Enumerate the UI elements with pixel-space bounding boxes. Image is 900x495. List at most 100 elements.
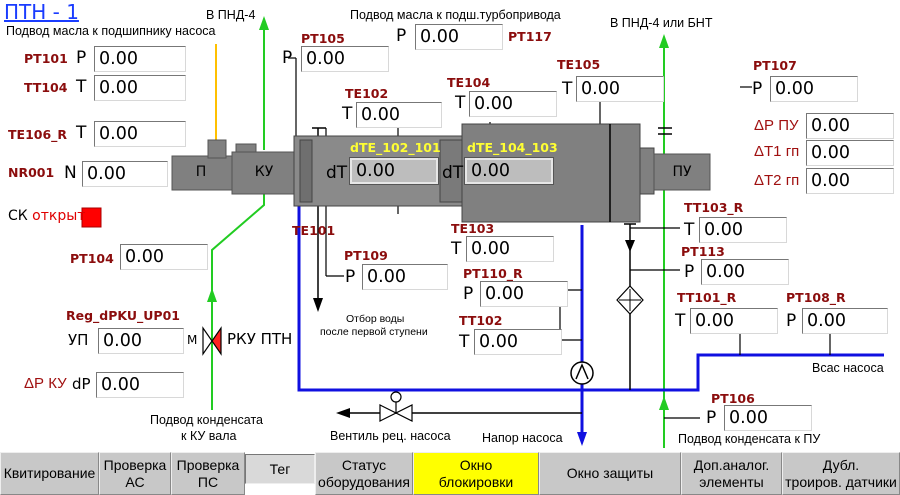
label-dpku: ΔР КУ <box>24 375 67 392</box>
tag-dte104: dTE_104_103 <box>467 140 558 155</box>
tag-te103: TE103 <box>451 221 495 236</box>
value-nr001[interactable]: 0.00 <box>82 161 168 187</box>
arrow-down-extraction <box>313 298 323 312</box>
arrow-up-condensate-pu <box>659 396 669 410</box>
prefix-tt103r: T <box>684 220 695 240</box>
tag-te104: TE104 <box>447 75 491 90</box>
arrow-left-recirc <box>336 408 350 418</box>
label-dt1: ΔТ1 гп <box>754 143 800 160</box>
prefix-te104: T <box>455 93 466 113</box>
rku-valve-right <box>211 326 222 356</box>
value-reg-dpku[interactable]: 0.00 <box>98 328 184 354</box>
value-pt104[interactable]: 0.00 <box>120 244 208 270</box>
value-pt107[interactable]: 0.00 <box>770 76 858 102</box>
arrow-up-pnd4 <box>259 16 269 30</box>
note-recirc-valve: Вентиль рец. насоса <box>330 429 451 443</box>
note-pump-suction: Всас насоса <box>812 361 884 375</box>
value-pt117[interactable]: 0.00 <box>415 24 503 50</box>
sk-label: СК открыт <box>8 208 86 224</box>
value-tt102[interactable]: 0.00 <box>474 329 562 355</box>
tag-pt107: PT107 <box>753 58 797 73</box>
tag-pt108r: PT108_R <box>786 290 846 305</box>
value-dt1[interactable]: 0.00 <box>806 140 894 166</box>
prefix-dpku: dP <box>72 375 91 393</box>
prefix-nr001: N <box>64 163 77 183</box>
button-protection-window[interactable]: Окно защиты <box>539 452 681 495</box>
note-condensate-ku-1: Подвод конденсата <box>150 413 263 427</box>
tag-te101: TE101 <box>292 223 336 238</box>
recirc-valve-actuator <box>390 391 402 403</box>
value-tt101r[interactable]: 0.00 <box>690 308 778 334</box>
value-pt109[interactable]: 0.00 <box>362 264 448 290</box>
tag-dte102: dTE_102_101 <box>350 140 441 155</box>
blue-pump-discharge-line <box>297 205 884 392</box>
prefix-pt110r: P <box>463 284 474 304</box>
prefix-pt113: P <box>684 262 695 282</box>
prefix-te103: T <box>451 239 462 259</box>
value-tt104[interactable]: 0.00 <box>94 75 186 101</box>
note-water-extraction-2: после первой ступени <box>320 326 428 338</box>
tag-te102: TE102 <box>345 86 389 101</box>
pu-bearing <box>653 153 711 191</box>
rku-valve-left <box>202 326 213 356</box>
label-dppu: ΔР ПУ <box>754 117 799 134</box>
value-pt108r[interactable]: 0.00 <box>802 308 888 334</box>
value-dpku[interactable]: 0.00 <box>96 372 184 398</box>
prefix-pt105: P <box>282 48 293 68</box>
sk-state: открыт <box>32 208 86 224</box>
note-water-extraction-1: Отбор воды <box>346 313 405 325</box>
value-dppu[interactable]: 0.00 <box>806 113 894 139</box>
tag-nr001: NR001 <box>8 165 55 180</box>
button-check-as[interactable]: Проверка АС <box>99 452 171 495</box>
page-title: ПТН - 1 <box>4 0 79 24</box>
prefix-pt101: P <box>76 48 87 68</box>
tag-pt106: PT106 <box>711 391 755 406</box>
note-condensate-ku-2: к КУ вала <box>181 429 237 443</box>
value-te102[interactable]: 0.00 <box>356 102 442 128</box>
tag-tt104: TT104 <box>24 80 68 95</box>
equipment-label-pu: ПУ <box>672 164 692 180</box>
rku-valve-label: РКУ ПТН <box>227 330 293 348</box>
value-pt106[interactable]: 0.00 <box>724 405 812 431</box>
button-acknowledge[interactable]: Квитирование <box>0 452 99 495</box>
button-equipment-status[interactable]: Статус оборудования <box>315 452 413 495</box>
button-extra-analog[interactable]: Доп.аналог. элементы <box>681 452 782 495</box>
prefix-pt109: P <box>345 267 356 287</box>
arrow-up-pnd4-bnt <box>659 34 669 48</box>
tag-te106r: TE106_R <box>8 127 68 142</box>
value-pt110r[interactable]: 0.00 <box>480 281 568 307</box>
button-check-ps[interactable]: Проверка ПС <box>171 452 245 495</box>
button-triple-sensors[interactable]: Дубл. троиров. датчики <box>782 452 900 495</box>
value-te103[interactable]: 0.00 <box>466 236 554 262</box>
arrow-up-condensate-ku <box>207 288 217 302</box>
equipment-label-p: П <box>195 164 207 180</box>
recirc-valve-body <box>379 404 398 422</box>
button-tag[interactable]: Тег <box>245 454 315 484</box>
equipment-label-ku: КУ <box>254 164 274 180</box>
prefix-dte104: dT <box>442 163 464 183</box>
tag-tt101r: TT101_R <box>677 290 737 305</box>
tag-tt102: TT102 <box>459 313 503 328</box>
prefix-pt108r: P <box>786 311 797 331</box>
label-dt2: ΔТ2 гп <box>754 172 800 189</box>
sk-status-indicator <box>81 207 102 228</box>
tag-te105: TE105 <box>557 57 601 72</box>
value-te106r[interactable]: 0.00 <box>94 121 186 147</box>
value-te105[interactable]: 0.00 <box>576 76 664 102</box>
prefix-pt107: P <box>752 79 763 99</box>
prefix-tt104: T <box>76 77 87 97</box>
value-te104[interactable]: 0.00 <box>469 91 557 117</box>
value-pt105[interactable]: 0.00 <box>301 46 389 72</box>
value-tt103r[interactable]: 0.00 <box>699 217 787 243</box>
value-dte102[interactable]: 0.00 <box>349 157 439 185</box>
prefix-tt102: T <box>459 332 470 352</box>
value-dte104[interactable]: 0.00 <box>464 157 554 185</box>
prefix-te106r: T <box>76 123 87 143</box>
value-pt113[interactable]: 0.00 <box>701 259 789 285</box>
value-pt101[interactable]: 0.00 <box>94 46 186 72</box>
button-interlock-window[interactable]: Окно блокировки <box>413 452 539 495</box>
note-condensate-pu: Подвод конденсата к ПУ <box>678 432 821 446</box>
tag-pt105: PT105 <box>301 31 345 46</box>
value-dt2[interactable]: 0.00 <box>806 168 894 194</box>
